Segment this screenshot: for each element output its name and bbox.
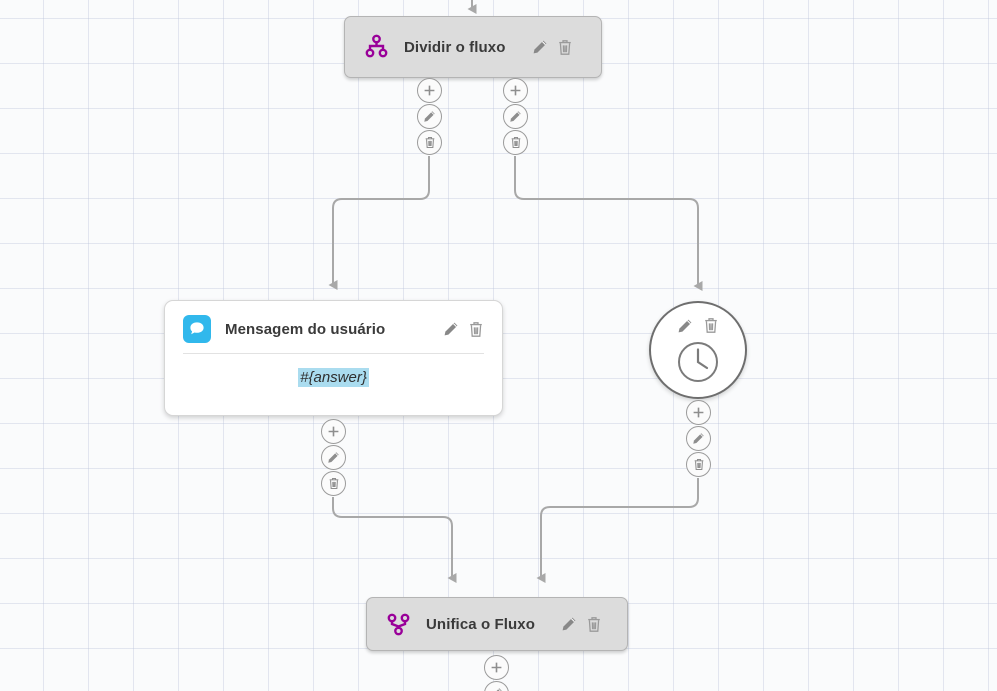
node-user-message-header: Mensagem do usuário — [165, 301, 502, 353]
node-merge-flow-title: Unifica o Fluxo — [426, 615, 536, 633]
delete-connection-button[interactable] — [321, 471, 346, 496]
node-user-message-title: Mensagem do usuário — [225, 320, 386, 338]
split-flow-icon — [363, 34, 390, 61]
pencil-icon[interactable] — [561, 616, 577, 632]
card-divider — [183, 353, 484, 354]
delete-connection-button[interactable] — [686, 452, 711, 477]
node-merge-flow-tools — [561, 616, 602, 633]
pencil-icon[interactable] — [532, 39, 548, 55]
trash-icon[interactable] — [703, 317, 719, 334]
clock-icon — [676, 340, 720, 389]
edge-timer-to-merge — [536, 478, 699, 583]
node-split-flow-tools — [532, 39, 573, 56]
port-stack-message[interactable] — [321, 419, 346, 496]
pencil-icon[interactable] — [677, 318, 693, 334]
pencil-icon[interactable] — [443, 321, 459, 337]
trash-icon[interactable] — [586, 616, 602, 633]
delete-connection-button[interactable] — [417, 130, 442, 155]
edit-connection-button[interactable] — [321, 445, 346, 470]
add-node-button[interactable] — [686, 400, 711, 425]
port-stack-timer[interactable] — [686, 400, 711, 477]
node-user-message-tools — [443, 321, 484, 338]
trash-icon[interactable] — [557, 39, 573, 56]
delete-connection-button[interactable] — [503, 130, 528, 155]
edge-message-to-merge — [332, 497, 457, 583]
merge-flow-icon — [385, 611, 412, 638]
variable-token-answer[interactable]: #{answer} — [298, 368, 369, 387]
edit-connection-button[interactable] — [503, 104, 528, 129]
edge-split-to-message — [328, 156, 430, 290]
port-stack-split-left[interactable] — [417, 78, 442, 155]
edit-connection-button[interactable] — [686, 426, 711, 451]
add-node-button[interactable] — [484, 655, 509, 680]
node-timer-tools — [677, 317, 719, 334]
port-stack-split-right[interactable] — [503, 78, 528, 155]
node-merge-flow[interactable]: Unifica o Fluxo — [366, 597, 628, 651]
node-user-message[interactable]: Mensagem do usuário — [164, 300, 503, 416]
edge-split-to-timer — [514, 156, 703, 291]
port-stack-merge[interactable] — [484, 655, 509, 691]
node-split-flow[interactable]: Dividir o fluxo — [344, 16, 602, 78]
chat-bubble-icon — [183, 315, 211, 343]
add-node-button[interactable] — [321, 419, 346, 444]
node-user-message-body: #{answer} — [165, 354, 502, 405]
edit-connection-button[interactable] — [417, 104, 442, 129]
node-timer[interactable] — [649, 301, 747, 399]
trash-icon[interactable] — [468, 321, 484, 338]
add-node-button[interactable] — [503, 78, 528, 103]
add-node-button[interactable] — [417, 78, 442, 103]
node-split-flow-title: Dividir o fluxo — [404, 38, 506, 56]
edit-connection-button[interactable] — [484, 681, 509, 691]
